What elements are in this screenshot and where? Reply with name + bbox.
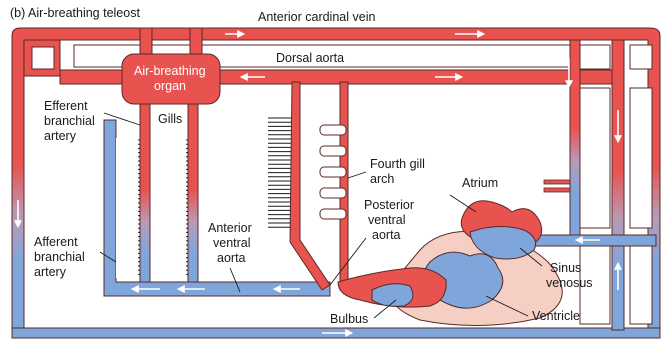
label-atrium: Atrium [462,176,498,190]
label-fourth-gill-1: Fourth gill [370,157,425,171]
label-posterior-3: aorta [372,228,401,242]
label-efferent-3: artery [44,129,77,143]
label-sinus-2: venosus [546,276,593,290]
label-efferent-1: Efferent [44,99,88,113]
label-gills: Gills [158,112,182,126]
label-ventricle: Ventricle [532,309,580,323]
label-afferent-1: Afferent [34,235,78,249]
label-anterior-cardinal-vein: Anterior cardinal vein [258,10,375,24]
label-afferent-3: artery [34,265,67,279]
label-sinus-1: Sinus [550,261,581,275]
label-efferent-2: branchial [44,114,95,128]
label-afferent-2: branchial [34,250,85,264]
label-air-breathing-organ-1: Air-breathing [134,64,206,78]
label-bulbus: Bulbus [330,312,368,326]
label-anterior-ventral-2: ventral [213,236,251,250]
label-air-breathing-organ-2: organ [154,79,186,93]
label-dorsal-aorta: Dorsal aorta [276,51,344,65]
label-posterior-2: ventral [368,213,406,227]
label-anterior-ventral-1: Anterior [208,221,252,235]
label-fourth-gill-2: arch [370,172,394,186]
label-anterior-ventral-3: aorta [217,251,246,265]
top-left-vessel-loop [24,40,60,76]
label-posterior-1: Posterior [364,198,414,212]
figure-title: (b) Air-breathing teleost [10,6,140,20]
